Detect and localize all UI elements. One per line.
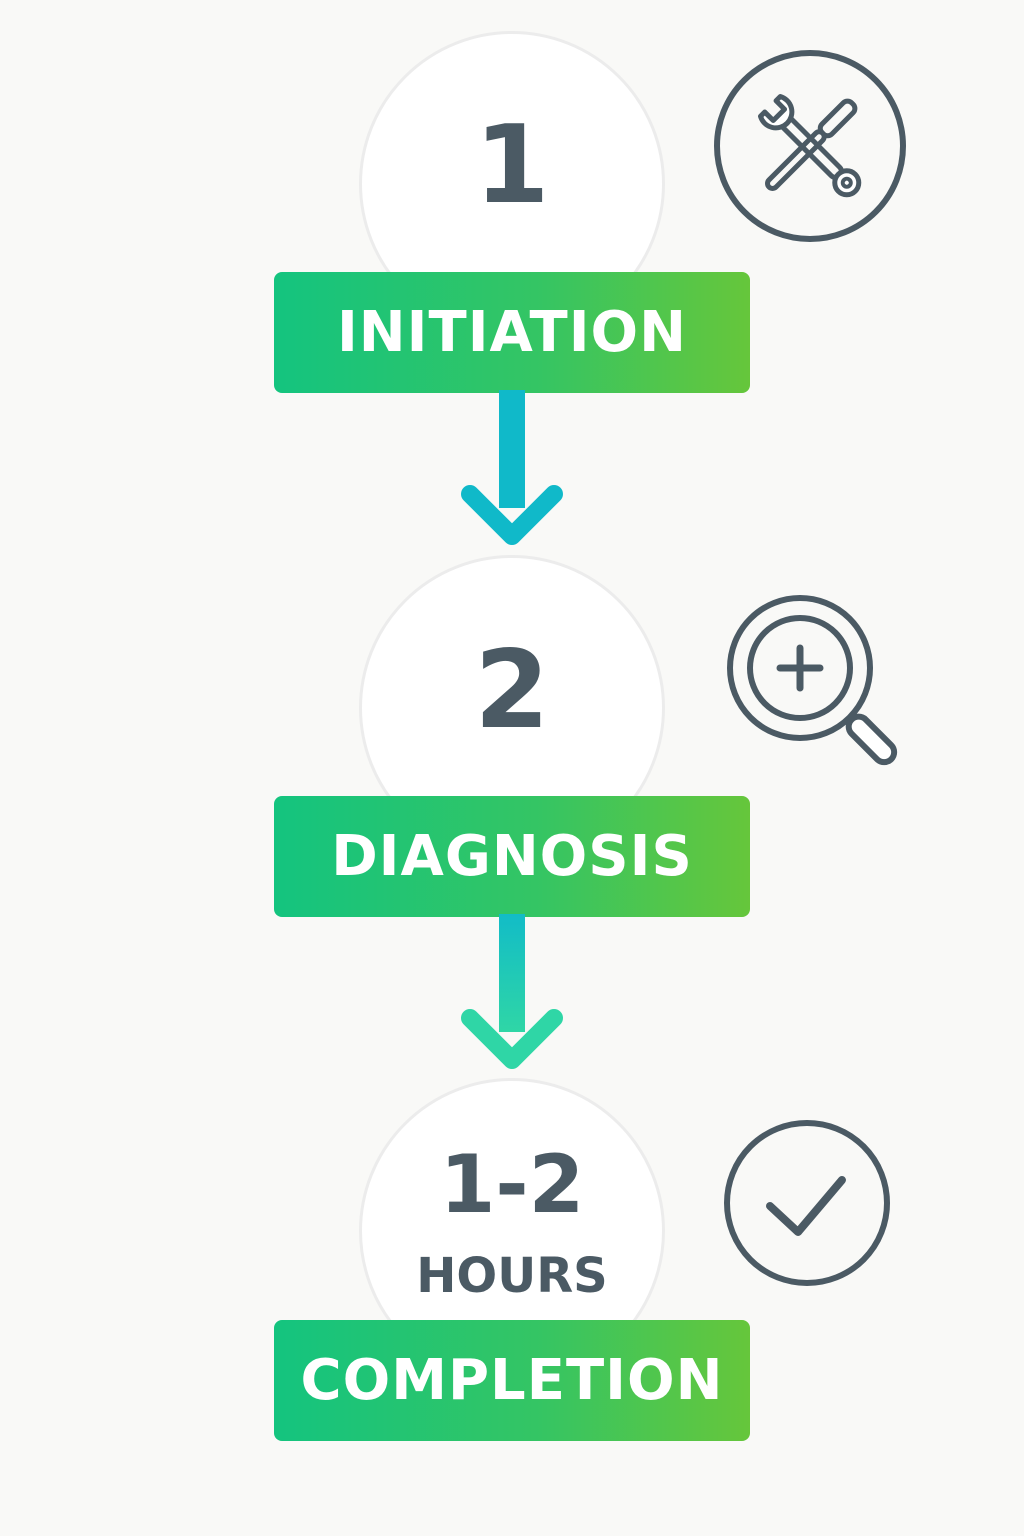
step-2-label: DIAGNOSIS (274, 796, 750, 917)
zoom-in-icon (727, 595, 898, 766)
arrow-down-2 (461, 914, 563, 1069)
step-2-number: 2 (474, 628, 550, 753)
tools-icon (714, 50, 906, 242)
step-1-label: INITIATION (274, 272, 750, 393)
step-1-number: 1 (474, 103, 550, 228)
step-3-duration-unit: HOURS (416, 1248, 608, 1304)
checkmark-icon (724, 1120, 890, 1286)
arrow-down-1 (461, 390, 563, 545)
step-3-duration: 1-2 (439, 1138, 585, 1231)
step-3-label: COMPLETION (274, 1320, 750, 1441)
